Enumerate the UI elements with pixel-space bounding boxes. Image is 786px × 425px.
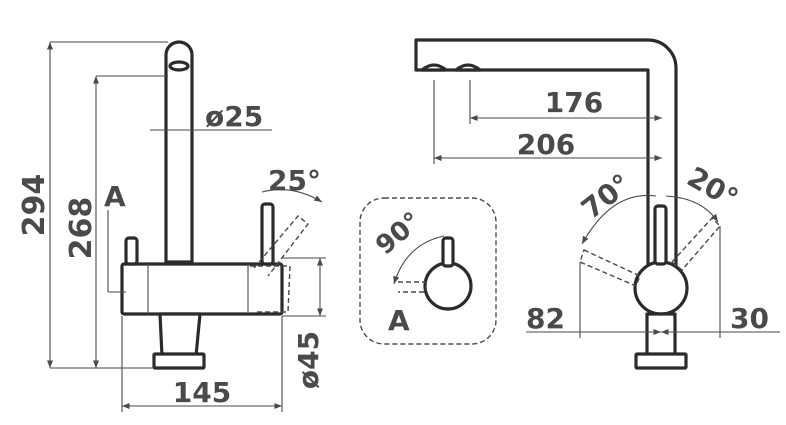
callout-label-a: A (104, 180, 126, 213)
dim-base-width: 145 (173, 376, 231, 409)
dim-base-diameter: ø45 (292, 331, 325, 389)
dim-lever-left: 82 (526, 302, 565, 335)
dim-lever-angle-front: 25° (268, 164, 321, 197)
front-body (120, 262, 284, 316)
dim-reach-outer: 206 (517, 128, 575, 161)
front-dimensions (46, 41, 326, 412)
detail-angle: 90° (370, 207, 427, 262)
dim-reach-inner: 176 (545, 86, 603, 119)
side-dimensions (433, 80, 780, 338)
side-spout-tip-1 (420, 63, 448, 72)
detail-label: A (388, 304, 410, 337)
side-lever (653, 204, 668, 266)
dim-total-height: 294 (17, 174, 52, 237)
side-view (414, 38, 721, 370)
detail-knob (423, 261, 473, 311)
front-right-lever (260, 202, 275, 266)
side-base (634, 352, 688, 370)
dim-spout-diameter: ø25 (205, 100, 263, 133)
front-left-lever (124, 236, 139, 266)
dim-swivel-right: 20° (682, 160, 744, 215)
side-spout-tip-2 (454, 63, 482, 72)
detail-lever (441, 236, 455, 268)
front-base (152, 352, 206, 370)
dim-swivel-left: 70° (575, 167, 637, 226)
side-neck (645, 312, 677, 358)
front-view (120, 40, 309, 370)
front-spout-tip (168, 60, 190, 72)
side-knob (633, 260, 689, 316)
detail-frame (359, 197, 497, 345)
front-spout (164, 40, 194, 264)
dim-spout-height: 268 (64, 197, 99, 260)
dim-lever-right: 30 (730, 302, 769, 335)
front-neck (158, 312, 202, 358)
detail-a (359, 197, 497, 345)
